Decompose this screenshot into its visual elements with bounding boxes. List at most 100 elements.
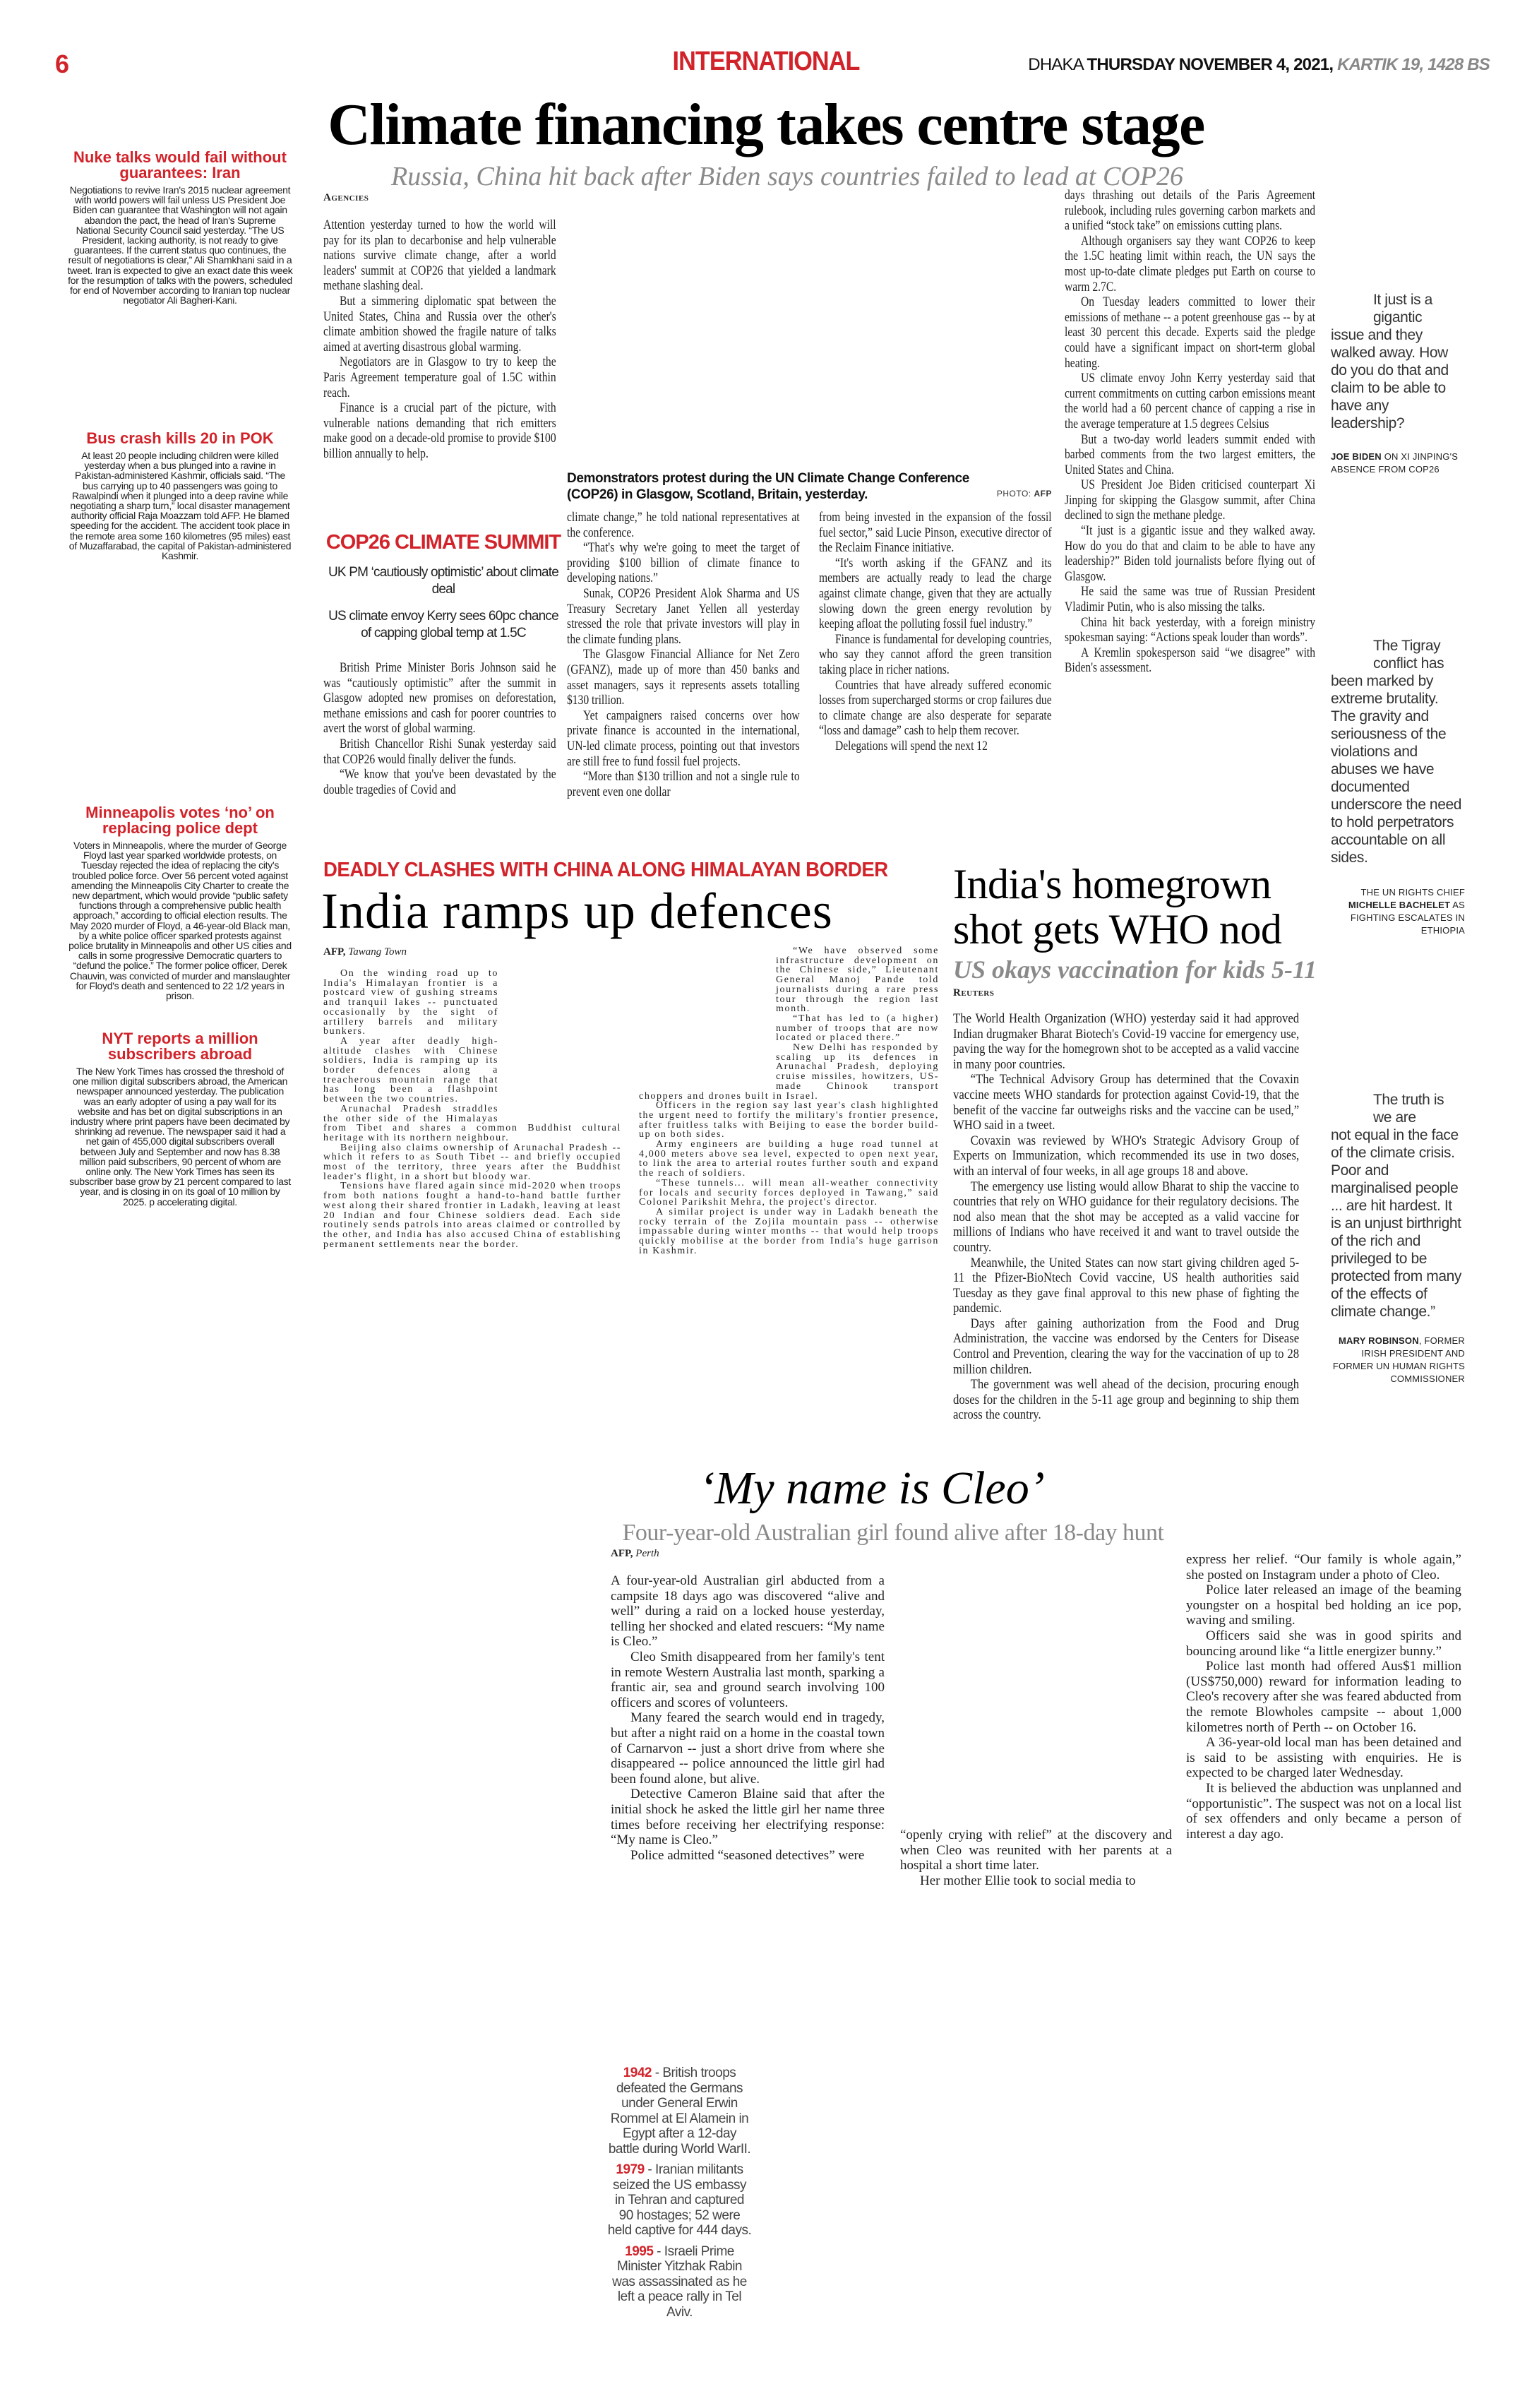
cop26-factbox: COP26 CLIMATE SUMMIT UK PM ‘cautiously o… [323, 531, 563, 652]
brief-title: Bus crash kills 20 in POK [86, 429, 274, 447]
quote-prefix: THE UN RIGHTS CHIEF [1360, 887, 1465, 898]
paragraph: It is believed the abduction was unplann… [1186, 1780, 1461, 1842]
history-text: - Israeli Prime Minister Yitzhak Rabin w… [612, 2243, 747, 2320]
quote-name: MICHELLE BACHELET [1348, 900, 1451, 910]
quote-name: JOE BIDEN [1331, 451, 1382, 462]
paragraph: Meanwhile, the United States can now sta… [953, 1255, 1300, 1316]
history-year: 1995 [625, 2243, 654, 2259]
photo-credit-agency: AFP [1034, 489, 1052, 499]
paragraph: Tensions have flared again since mid-202… [323, 1181, 621, 1250]
paragraph: from being invested in the expansion of … [819, 510, 1052, 556]
climate-col1-top: Attention yesterday turned to how the wo… [323, 217, 556, 462]
history-text: - British troops defeated the Germans un… [608, 2066, 751, 2157]
quote-text: issue and they walked away. How do you d… [1331, 327, 1449, 431]
paragraph: Countries that have already suffered eco… [819, 677, 1052, 739]
quote-attribution: JOE BIDEN ON XI JINPING'S ABSENCE FROM C… [1331, 451, 1465, 476]
history-item: 1942 - British troops defeated the Germa… [607, 2066, 752, 2157]
paragraph: “These tunnels... will mean all-weather … [639, 1177, 939, 1208]
pull-quote-biden: It just is a gigantic issue and they wal… [1331, 291, 1465, 476]
paragraph: “We have observed some infrastructure de… [776, 946, 939, 1015]
byline-agency: AFP, [323, 946, 346, 958]
photo-credit-label: PHOTO: [996, 489, 1031, 499]
india-col2: “We have observed some infrastructure de… [639, 946, 939, 1256]
byline-place: Tawang Town [348, 946, 407, 958]
pull-quote-robinson: The truth is we are not equal in the fac… [1331, 1091, 1465, 1385]
paragraph: The government was well ahead of the dec… [953, 1377, 1300, 1423]
climate-col4: days thrashing out details of the Paris … [1065, 188, 1315, 676]
paragraph: Her mother Ellie took to social media to [920, 1873, 1136, 1888]
paragraph: Arunachal Pradesh straddles the other si… [323, 1103, 621, 1143]
india-col1-text: On the winding road up to India's Himala… [323, 969, 621, 1250]
paragraph: Days after gaining authorization from th… [953, 1316, 1300, 1377]
climate-headline: Climate financing takes centre stage [328, 92, 1205, 157]
paragraph: US President Joe Biden criticised counte… [1065, 477, 1316, 523]
history-item: 1995 - Israeli Prime Minister Yitzhak Ra… [607, 2244, 752, 2320]
paragraph: Although organisers say they want COP26 … [1065, 233, 1316, 294]
who-headline: India's homegrown shot gets WHO nod [953, 861, 1282, 953]
cleo-headline: ‘My name is Cleo’ [699, 1462, 1045, 1514]
india-photo-left [508, 1017, 621, 1123]
quote-role: ON XI JINPING'S ABSENCE FROM COP26 [1331, 451, 1459, 475]
paragraph: Delegations will spend the next 12 [834, 738, 988, 753]
cleo-col2: “openly crying with relief” at the disco… [900, 1828, 1172, 1888]
paragraph: Finance is fundamental for developing co… [819, 631, 1052, 677]
brief-iran: Nuke talks would fail without guarantees… [67, 148, 293, 306]
paragraph: Police admitted “seasoned detectives” we… [630, 1847, 865, 1863]
quote-name: MARY ROBINSON [1339, 1335, 1419, 1346]
paragraph: climate change,” he told national repres… [567, 510, 800, 540]
quote-text: not equal in the face of the climate cri… [1331, 1127, 1461, 1320]
cleo-col1: A four-year-old Australian girl abducted… [611, 1573, 885, 1863]
dateline-bangla-date: KARTIK 19, 1428 BS [1337, 55, 1490, 74]
paragraph: But a two-day world leaders summit ended… [1065, 431, 1316, 477]
who-subhead: US okays vaccination for kids 5-11 [953, 955, 1317, 984]
paragraph: “openly crying with relief” at the disco… [900, 1828, 1172, 1873]
quote-text: been marked by extreme brutality. The gr… [1331, 673, 1462, 866]
paragraph: Detective Cameron Blaine said that after… [611, 1787, 885, 1848]
paragraph: China hit back yesterday, with a foreign… [1065, 614, 1316, 645]
paragraph: Yet campaigners raised concerns over how… [567, 708, 800, 769]
climate-credit: Agencies [323, 192, 369, 203]
brief-body: At least 20 people including children we… [68, 450, 292, 562]
brief-body: Voters in Minneapolis, where the murder … [68, 840, 292, 1002]
paragraph: A similar project is under way in Ladakh… [639, 1206, 939, 1256]
photo-credit: PHOTO: AFP [997, 489, 1052, 499]
paragraph: British Chancellor Rishi Sunak yesterday… [323, 736, 556, 767]
pull-quote-bachelet: The Tigray conflict has been marked by e… [1331, 637, 1465, 937]
paragraph: Officers said she was in good spirits an… [1186, 1628, 1461, 1659]
photo-caption: Demonstrators protest during the UN Clim… [567, 471, 969, 502]
quote-role: AS FIGHTING ESCALATES IN ETHIOPIA [1350, 900, 1465, 936]
brief-body: Negotiations to revive Iran's 2015 nucle… [67, 184, 293, 306]
factbox-item: UK PM ‘cautiously optimistic’ about clim… [328, 565, 559, 597]
on-this-day: 1942 - British troops defeated the Germa… [607, 2066, 752, 2325]
paragraph: Finance is a crucial part of the picture… [323, 400, 556, 461]
quote-role: , FORMER IRISH PRESIDENT AND FORMER UN H… [1332, 1335, 1465, 1384]
brief-title: NYT reports a million subscribers abroad [102, 1030, 258, 1063]
cleo-subhead: Four-year-old Australian girl found aliv… [622, 1520, 1164, 1546]
paragraph: But a simmering diplomatic spat between … [323, 293, 556, 354]
paragraph: days thrashing out details of the Paris … [1065, 188, 1316, 234]
india-col2-text: “We have observed some infrastructure de… [639, 946, 939, 1256]
climate-col3: from being invested in the expansion of … [819, 510, 1052, 754]
paragraph: Beijing also claims ownership of Arunach… [323, 1142, 621, 1182]
byline-agency: AFP, [611, 1548, 633, 1559]
paragraph: “That's why we're going to meet the targ… [567, 540, 800, 586]
paragraph: Attention yesterday turned to how the wo… [323, 217, 556, 294]
paragraph: Negotiators are in Glasgow to try to kee… [323, 354, 556, 400]
history-item: 1979 - Iranian militants seized the US e… [607, 2162, 752, 2239]
paragraph: express her relief. “Our family is whole… [1186, 1552, 1461, 1583]
dateline-date: THURSDAY NOVEMBER 4, 2021, [1087, 55, 1334, 74]
paragraph: “More than $130 trillion and not a singl… [567, 769, 800, 799]
factbox-item: US climate envoy Kerry sees 60pc chance … [328, 609, 559, 640]
india-col1: On the winding road up to India's Himala… [323, 969, 621, 1249]
paragraph: Many feared the search would end in trag… [611, 1710, 885, 1787]
dateline: DHAKA THURSDAY NOVEMBER 4, 2021, KARTIK … [1028, 55, 1490, 75]
cleo-col3: express her relief. “Our family is whole… [1186, 1552, 1461, 1842]
paragraph: The World Health Organization (WHO) yest… [953, 1011, 1300, 1072]
paragraph: On Tuesday leaders committed to lower th… [1065, 294, 1316, 371]
who-credit: Reuters [953, 987, 995, 999]
who-body: The World Health Organization (WHO) yest… [953, 1011, 1299, 1423]
paragraph: The Glasgow Financial Alliance for Net Z… [567, 647, 800, 708]
brief-title: Nuke talks would fail without guarantees… [73, 148, 287, 181]
paragraph: Army engineers are building a huge road … [639, 1139, 939, 1179]
climate-col2: climate change,” he told national repres… [567, 510, 800, 799]
